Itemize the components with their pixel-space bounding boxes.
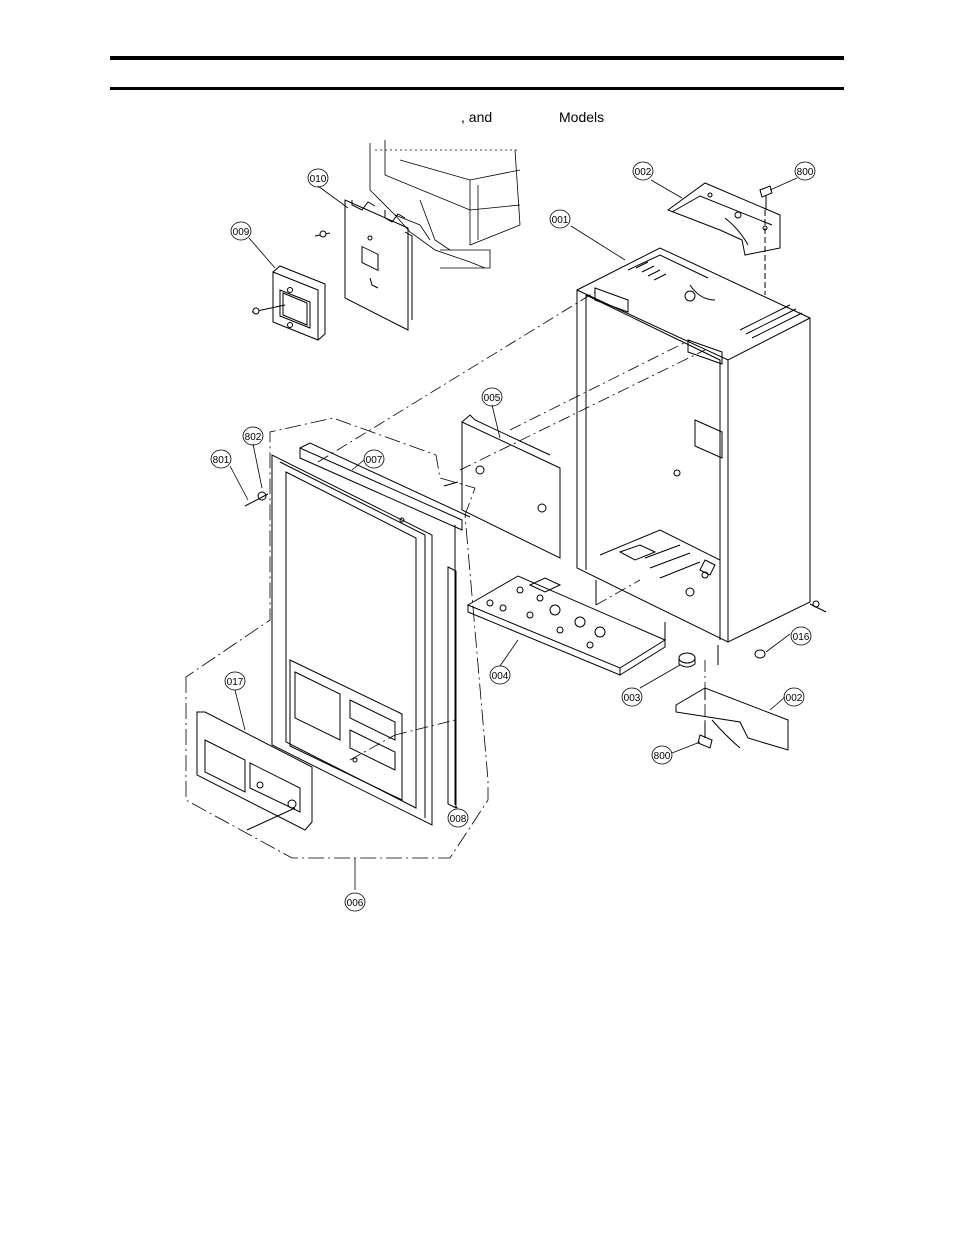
label-005: 005 bbox=[481, 387, 503, 407]
label-009: 009 bbox=[230, 221, 252, 241]
screw-801 bbox=[244, 493, 269, 507]
label-010: 010 bbox=[307, 168, 329, 188]
label-800-bottom: 800 bbox=[651, 745, 673, 765]
svg-text:006: 006 bbox=[347, 898, 364, 909]
svg-text:005: 005 bbox=[484, 393, 501, 404]
header-top-rule bbox=[110, 56, 844, 60]
part-005-inner-plate bbox=[461, 414, 561, 559]
svg-text:002: 002 bbox=[786, 693, 803, 704]
label-802: 802 bbox=[242, 426, 264, 446]
part-007-gasket-frame bbox=[299, 442, 471, 805]
part-002-lower-bracket bbox=[675, 687, 789, 751]
caption-part-2: Models bbox=[559, 109, 605, 125]
svg-text:002: 002 bbox=[635, 167, 652, 178]
label-003: 003 bbox=[621, 687, 643, 707]
screw-005 bbox=[443, 481, 459, 487]
svg-text:003: 003 bbox=[624, 693, 641, 704]
part-003-bushing bbox=[678, 652, 696, 668]
svg-text:008: 008 bbox=[450, 814, 467, 825]
svg-text:007: 007 bbox=[366, 455, 383, 466]
part-number-labels: 010 009 002 800 001 005 802 801 bbox=[210, 161, 816, 912]
part-001-main-casing bbox=[576, 247, 811, 643]
part-009-display-module bbox=[272, 265, 326, 341]
label-004: 004 bbox=[489, 665, 511, 685]
part-006-front-cover bbox=[271, 454, 433, 826]
svg-text:010: 010 bbox=[310, 174, 327, 185]
label-801: 801 bbox=[210, 449, 232, 469]
label-008: 008 bbox=[447, 808, 469, 828]
part-017-cover-panel bbox=[196, 711, 313, 831]
svg-text:800: 800 bbox=[797, 167, 814, 178]
svg-text:017: 017 bbox=[227, 677, 244, 688]
part-002-upper-bracket bbox=[666, 182, 781, 256]
label-leaders bbox=[229, 177, 798, 890]
washer-802 bbox=[257, 491, 267, 501]
label-001: 001 bbox=[549, 209, 571, 229]
label-002-bottom: 002 bbox=[783, 687, 805, 707]
label-017: 017 bbox=[224, 671, 246, 691]
label-007: 007 bbox=[363, 449, 385, 469]
label-800-top: 800 bbox=[794, 161, 816, 181]
svg-text:016: 016 bbox=[793, 632, 810, 643]
background-unit-drawing bbox=[369, 140, 521, 269]
label-016: 016 bbox=[790, 626, 812, 646]
screw-017 bbox=[246, 807, 296, 831]
part-800-screw-bottom bbox=[697, 722, 713, 749]
label-006: 006 bbox=[344, 892, 366, 912]
part-016-screw bbox=[754, 649, 766, 659]
part-004-base-plate bbox=[466, 575, 667, 676]
svg-text:802: 802 bbox=[245, 432, 262, 443]
part-008-seal-strip bbox=[447, 566, 457, 809]
label-002-top: 002 bbox=[632, 161, 654, 181]
part-010-control-bracket bbox=[344, 199, 413, 331]
washer-casing-side bbox=[812, 600, 820, 608]
svg-text:800: 800 bbox=[654, 751, 671, 762]
svg-text:004: 004 bbox=[492, 671, 509, 682]
alignment-lines bbox=[317, 291, 706, 761]
screw-010-head bbox=[319, 230, 327, 238]
header-bottom-rule bbox=[110, 87, 844, 90]
assembly-outline-006 bbox=[185, 417, 489, 859]
svg-text:009: 009 bbox=[233, 227, 250, 238]
screw-casing-side bbox=[809, 603, 827, 613]
caption-part-1: , and bbox=[461, 109, 493, 125]
screw-009-head bbox=[252, 307, 260, 315]
part-800-screw-top bbox=[759, 185, 773, 210]
svg-text:801: 801 bbox=[213, 455, 230, 466]
svg-text:001: 001 bbox=[552, 215, 569, 226]
